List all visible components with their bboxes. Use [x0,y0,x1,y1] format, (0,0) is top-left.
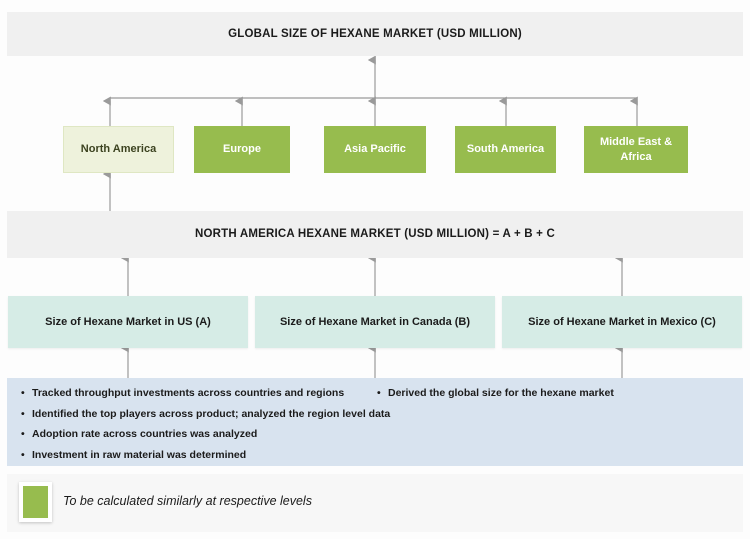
north-america-market-title: NORTH AMERICA HEXANE MARKET (USD MILLION… [195,228,555,241]
region-box-north-america[interactable]: North America [63,126,174,173]
region-box-europe[interactable]: Europe [194,126,290,173]
region-box-middle-east-africa[interactable]: Middle East & Africa [584,126,688,173]
legend-color-swatch [19,482,52,522]
note-item: • Investment in raw material was determi… [21,449,391,462]
region-label: South America [466,143,545,156]
region-label: Middle East & Africa [599,136,673,163]
country-label: Size of Hexane Market in Mexico (C) [528,316,716,328]
legend-label: To be calculated similarly at respective… [63,494,312,508]
global-market-title: GLOBAL SIZE OF HEXANE MARKET (USD MILLIO… [228,27,522,40]
note-text: Tracked throughput investments across co… [32,387,345,399]
notes-column-left: • Tracked throughput investments across … [21,387,391,470]
bullet-glyph: • [21,387,25,399]
bullet-glyph: • [377,387,381,399]
legend: To be calculated similarly at respective… [7,474,743,532]
note-text: Adoption rate across countries was analy… [32,428,258,441]
notes-column-right: • Derived the global size for the hexane… [377,387,737,408]
north-america-market-band: NORTH AMERICA HEXANE MARKET (USD MILLION… [7,211,743,258]
country-box-canada[interactable]: Size of Hexane Market in Canada (B) [255,296,495,348]
region-label: Europe [223,143,261,156]
note-text: Derived the global size for the hexane m… [388,387,614,399]
note-item: • Identified the top players across prod… [21,408,391,421]
bullet-glyph: • [21,428,25,441]
methodology-notes-panel: • Tracked throughput investments across … [7,378,743,466]
region-label: Asia Pacific [344,143,406,156]
note-text: Investment in raw material was determine… [32,448,247,461]
region-label: North America [80,143,157,156]
note-item: • Adoption rate across countries was ana… [21,428,391,441]
region-box-south-america[interactable]: South America [455,126,556,173]
country-box-us[interactable]: Size of Hexane Market in US (A) [8,296,248,348]
note-text: Identified the top players across produc… [32,407,391,420]
bullet-glyph: • [21,448,25,461]
bullet-glyph: • [21,407,25,420]
country-label: Size of Hexane Market in Canada (B) [279,316,471,328]
note-item: • Derived the global size for the hexane… [377,387,737,400]
global-market-band: GLOBAL SIZE OF HEXANE MARKET (USD MILLIO… [7,12,743,56]
note-item: • Tracked throughput investments across … [21,387,391,400]
region-box-asia-pacific[interactable]: Asia Pacific [324,126,426,173]
country-box-mexico[interactable]: Size of Hexane Market in Mexico (C) [502,296,742,348]
country-label: Size of Hexane Market in US (A) [45,316,211,328]
